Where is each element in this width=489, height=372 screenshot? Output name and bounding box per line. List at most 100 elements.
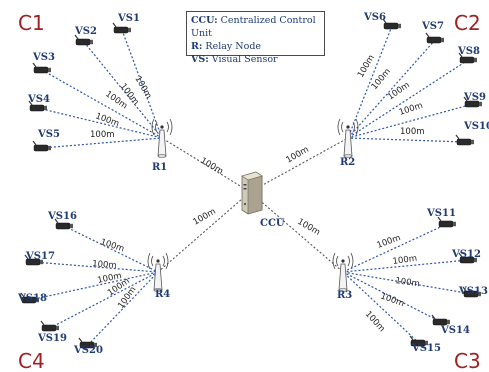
camera-mount <box>74 34 79 40</box>
links-layer <box>29 25 474 346</box>
camera-lens <box>425 340 428 346</box>
camera-icon <box>78 337 97 349</box>
legend-abbr: CCU: <box>191 15 218 26</box>
camera-icon <box>28 100 47 112</box>
sensor-link <box>41 137 163 149</box>
sensor-link <box>83 41 163 139</box>
tower-body <box>338 263 348 291</box>
camera-icon <box>20 292 39 304</box>
tower-base <box>157 154 167 158</box>
cluster-label: C2 <box>454 11 481 35</box>
relay-label: R3 <box>337 290 352 301</box>
ccu-link-distance: 100m <box>285 145 311 166</box>
camera-mount <box>409 335 414 341</box>
camera-body <box>55 222 71 230</box>
signal-wave <box>166 121 169 133</box>
relay-antenna-icon <box>337 118 359 158</box>
camera-lens <box>40 259 43 265</box>
sensor-link <box>347 103 474 139</box>
antenna-tip <box>160 125 164 129</box>
camera-lens <box>479 101 482 107</box>
sensor-link-distance: 100m <box>356 53 377 79</box>
tower-body <box>157 129 167 157</box>
sensor-label: VS19 <box>37 333 67 344</box>
camera-body <box>438 220 454 228</box>
sensor-label: VS11 <box>426 208 456 219</box>
tower-body <box>153 263 163 291</box>
sensor-link-distance: 100m <box>370 67 393 92</box>
camera-icon <box>409 335 428 347</box>
camera-mount <box>40 320 45 326</box>
camera-mount <box>425 32 430 38</box>
camera-lens <box>48 67 51 73</box>
camera-mount <box>28 100 33 106</box>
camera-body <box>113 26 129 34</box>
sensor-link-distance: 100m <box>90 130 115 140</box>
sensor-label: VS2 <box>74 26 97 37</box>
sensor-label: VS8 <box>457 46 480 57</box>
signal-wave <box>169 118 173 136</box>
sensor-link <box>37 107 163 139</box>
server-icon <box>241 171 263 215</box>
camera-mount <box>431 314 436 320</box>
sensor-link <box>49 271 159 329</box>
camera-lens <box>56 325 59 331</box>
camera-lens <box>94 342 97 348</box>
camera-mount <box>463 96 468 102</box>
signal-wave <box>332 252 336 270</box>
ccu-link-distance: 100m <box>192 207 218 228</box>
legend-text: Centralized Control Unit <box>191 15 316 39</box>
camera-lens <box>474 57 477 63</box>
sensor-label: VS20 <box>73 345 103 356</box>
sensor-link <box>342 271 420 344</box>
camera-body <box>383 22 399 30</box>
camera-icon <box>74 34 93 46</box>
signal-wave <box>347 255 350 267</box>
server-side <box>247 175 263 215</box>
sensor-label: VS15 <box>411 343 441 354</box>
relay-label: R2 <box>340 157 355 168</box>
sensor-label: VS1 <box>117 13 140 24</box>
camera-mount <box>462 286 467 292</box>
sensor-label: VS17 <box>25 251 55 262</box>
camera-icon <box>24 254 43 266</box>
camera-icon <box>32 62 51 74</box>
sensor-label: VS7 <box>421 21 444 32</box>
signal-wave <box>352 121 355 133</box>
sensor-label: VS10 <box>463 121 489 132</box>
sensor-label: VS5 <box>37 129 60 140</box>
signal-wave <box>350 252 354 270</box>
camera-lens <box>90 39 93 45</box>
sensor-link <box>63 225 159 273</box>
antenna-tip <box>156 259 160 263</box>
legend-row-ccu: CCU: Centralized Control Unit <box>191 14 320 40</box>
camera-icon <box>463 96 482 108</box>
camera-icon <box>54 218 73 230</box>
sensor-label: VS9 <box>463 92 486 103</box>
camera-lens <box>478 291 481 297</box>
legend-box: CCU: Centralized Control Unit R: Relay N… <box>186 11 325 65</box>
camera-lens <box>128 27 131 33</box>
relay-label: R4 <box>155 289 170 300</box>
camera-lens <box>398 23 401 29</box>
sensor-link <box>87 271 159 346</box>
camera-mount <box>78 337 83 343</box>
camera-mount <box>458 252 463 258</box>
nodes-layer <box>20 18 482 349</box>
antenna-tip <box>346 125 350 129</box>
ccu-link <box>249 191 344 273</box>
signal-wave <box>151 255 154 267</box>
camera-lens <box>48 145 51 151</box>
relay-antenna-icon <box>332 252 354 292</box>
camera-lens <box>471 139 474 145</box>
camera-icon <box>40 320 59 332</box>
legend-row-relay: R: Relay Node <box>191 40 320 53</box>
sensor-label: VS14 <box>440 325 470 336</box>
sensor-link <box>347 39 436 139</box>
sensor-label: VS6 <box>363 12 386 23</box>
sensor-link-distance: 100m <box>398 101 424 118</box>
sensor-link-distance: 100m <box>395 276 421 289</box>
server-slot <box>243 184 247 186</box>
relay-antenna-icon <box>151 118 173 158</box>
